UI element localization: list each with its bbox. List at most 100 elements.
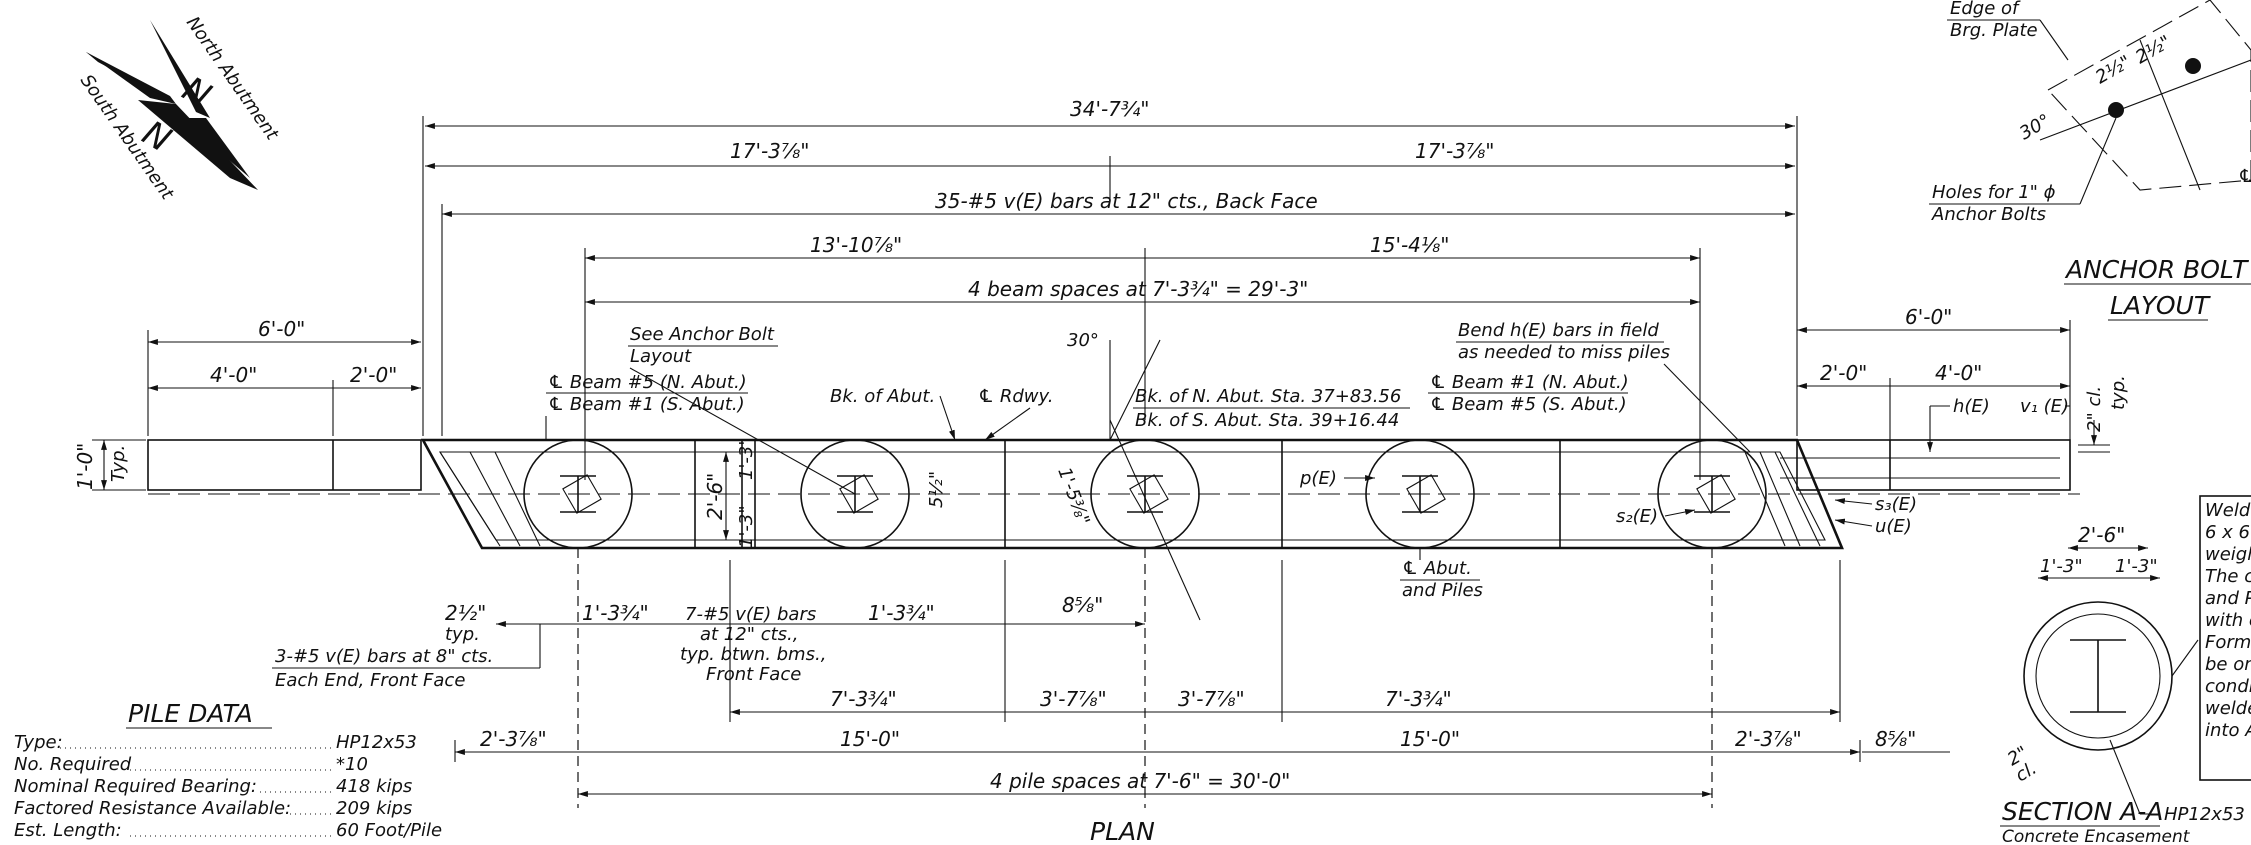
note-6: Forma <box>2205 632 2251 653</box>
label-s3E: s₃(E) <box>1875 494 1917 515</box>
pile-row-bearing-value: 418 kips <box>336 776 412 797</box>
sec-title: SECTION A-A <box>2002 797 2163 826</box>
dim-858b: 8⁵⁄₈" <box>1875 727 1916 751</box>
plan-top-dimensions: 34'-7³⁄₄" 17'-3⁷⁄₈" 17'-3⁷⁄₈" 35-#5 v(E)… <box>422 97 1798 480</box>
note-7: be on <box>2205 654 2251 675</box>
label-pE: p(E) <box>1299 468 1337 489</box>
label-s2E: s₂(E) <box>1616 506 1658 527</box>
note-9: welde <box>2205 698 2251 719</box>
note-10: into A <box>2205 720 2251 741</box>
note-5: with c <box>2205 610 2251 631</box>
pile-row-bearing-label: Nominal Required Bearing: <box>14 776 257 797</box>
dim-7334b: 7'-3³⁄₄" <box>1385 687 1452 711</box>
abut-piles-2: and Piles <box>1402 580 1483 601</box>
dim-back-face-bars: 35-#5 v(E) bars at 12" cts., Back Face <box>935 189 1318 213</box>
dim-7334a: 7'-3³⁄₄" <box>830 687 897 711</box>
label-uE: u(E) <box>1875 516 1912 537</box>
angle-30-label: 30° <box>1067 330 1099 351</box>
beam5-n-label: ℄ Beam #5 (N. Abut.) <box>548 372 747 393</box>
abut-piles-1: ℄ Abut. <box>1402 558 1472 579</box>
dim-1334a: 1'-3³⁄₄" <box>582 601 649 625</box>
rdwy-label: ℄ Rdwy. <box>978 386 1054 407</box>
note-4: and P <box>2205 588 2251 609</box>
left-extension-dims: 6'-0" 4'-0" 2'-0" 1'-0" Typ. <box>73 317 421 491</box>
dim-pile-spaces: 4 pile spaces at 7'-6" = 30'-0" <box>990 769 1290 793</box>
section-a-a: 2'-6" 1'-3" 1'-3" 2" cl. HP12x53 SECTION… <box>2000 495 2251 845</box>
dim-width-26: 2'-6" <box>703 473 727 520</box>
dim-2378b: 2'-3⁷⁄₈" <box>1735 727 1802 751</box>
dim-1334b: 1'-3³⁄₄" <box>868 601 935 625</box>
dim-right-2: 2'-0" <box>1820 361 1867 385</box>
mid-bars-1: 7-#5 v(E) bars <box>685 604 816 625</box>
dim-half-left: 17'-3⁷⁄₈" <box>730 139 809 163</box>
dim-left-4: 4'-0" <box>210 363 257 387</box>
front-bars-1: 3-#5 v(E) bars at 8" cts. <box>275 646 493 667</box>
beam1-s-label: ℄ Beam #1 (S. Abut.) <box>548 394 745 415</box>
right-extension-dims: 6'-0" 2'-0" 4'-0" 2" cl. typ. <box>1797 305 2129 490</box>
mid-bars-2: at 12" cts., <box>700 624 799 645</box>
dim-typ-1ft: 1'-0" <box>73 443 97 490</box>
dim-cl-2: 2" cl. <box>2084 386 2105 432</box>
label-hE: h(E) <box>1953 396 1990 417</box>
dim-w-538: 1'-5³⁄₈" <box>1053 465 1093 529</box>
dim-right-15: 15'-4¹⁄₈" <box>1370 233 1449 257</box>
dim-left-6: 6'-0" <box>258 317 305 341</box>
bend-bars-1: Bend h(E) bars in field <box>1458 320 1659 341</box>
edge-brg-1: Edge of <box>1950 0 2021 19</box>
dim-typ-two-half: typ. <box>445 624 480 645</box>
holes-2: Anchor Bolts <box>1931 204 2046 225</box>
dim-150a: 15'-0" <box>840 727 900 751</box>
pile-row-length-label: Est. Length: <box>14 820 122 841</box>
plan-title: PLAN <box>1090 817 1155 845</box>
sec-pile: HP12x53 <box>2164 804 2245 825</box>
pile-row-type-value: HP12x53 <box>336 732 417 753</box>
mid-bars-4: Front Face <box>706 664 801 685</box>
see-anchor-bolt-2: Layout <box>630 346 692 367</box>
pile-data-title: PILE DATA <box>128 699 253 728</box>
dim-2378a: 2'-3⁷⁄₈" <box>480 727 547 751</box>
bk-abut-label: Bk. of Abut. <box>830 386 935 407</box>
dim-w-512: 5¹⁄₂" <box>926 471 947 508</box>
anchor-title-1: ANCHOR BOLT <box>2064 255 2249 284</box>
anchor-title-2: LAYOUT <box>2110 291 2211 320</box>
dim-858: 8⁵⁄₈" <box>1062 593 1103 617</box>
anchor-dim-a: 2¹⁄₂" <box>2092 52 2135 89</box>
beam1-n-label: ℄ Beam #1 (N. Abut.) <box>1430 372 1629 393</box>
dim-3778b: 3'-7⁷⁄₈" <box>1178 687 1245 711</box>
dim-typ-label: Typ. <box>108 445 129 482</box>
dim-beam-spaces: 4 beam spaces at 7'-3³⁄₄" = 29'-3" <box>968 277 1308 301</box>
dim-150b: 15'-0" <box>1400 727 1460 751</box>
beam5-s-label: ℄ Beam #5 (S. Abut.) <box>1430 394 1627 415</box>
plan-callouts: See Anchor Bolt Layout ℄ Beam #5 (N. Abu… <box>545 320 1751 601</box>
dim-overall: 34'-7³⁄₄" <box>1070 97 1149 121</box>
holes-1: Holes for 1" ϕ <box>1932 182 2056 203</box>
plan-bottom-dimensions: 2¹⁄₂" typ. 1'-3³⁄₄" 1'-3³⁄₄" 8⁵⁄₈" 7-#5 … <box>272 548 1950 845</box>
dim-3778a: 3'-7⁷⁄₈" <box>1040 687 1107 711</box>
plan-body: 30° 2'-6" 1'-3" 1'-3" 5¹⁄₂" 1'-5³⁄₈" p(E… <box>147 330 2080 621</box>
sta-south-label: Bk. of S. Abut. Sta. 39+16.44 <box>1135 410 1399 431</box>
sec-dim-26: 2'-6" <box>2078 523 2125 547</box>
note-8: condi <box>2205 676 2251 697</box>
pile-data-table: PILE DATA Type: HP12x53 No. Required *10… <box>14 699 442 841</box>
anchor-bolt-layout: Edge of Brg. Plate 2¹⁄₂" 2¹⁄₂" 30° Holes… <box>1929 0 2251 321</box>
note-2: weigh <box>2205 544 2251 565</box>
pile-row-type-label: Type: <box>14 732 63 753</box>
pile-row-no-value: *10 <box>336 754 368 775</box>
pile-row-resistance-label: Factored Resistance Available: <box>14 798 291 819</box>
anchor-dim-b: 2¹⁄₂" <box>2132 32 2175 69</box>
dim-two-half: 2¹⁄₂" <box>445 601 486 625</box>
sec-subtitle: Concrete Encasement <box>2002 827 2191 845</box>
sec-dim-13b: 1'-3" <box>2115 556 2158 577</box>
note-1: 6 x 6 <box>2205 522 2250 543</box>
dim-left-13: 13'-10⁷⁄₈" <box>810 233 902 257</box>
dim-w-13b: 1'-3" <box>736 437 757 480</box>
north-arrow: North Abutment South Abutment N N <box>76 13 283 204</box>
dim-half-right: 17'-3⁷⁄₈" <box>1415 139 1494 163</box>
dim-w-13a: 1'-3" <box>736 505 757 548</box>
anchor-cl: ℄ <box>2238 166 2251 187</box>
label-v1E: v₁ (E) <box>2020 396 2069 417</box>
pile-row-no-label: No. Required <box>14 754 132 775</box>
pile-row-length-value: 60 Foot/Pile <box>336 820 442 841</box>
mid-bars-3: typ. btwn. bms., <box>680 644 826 665</box>
see-anchor-bolt-1: See Anchor Bolt <box>630 324 775 345</box>
